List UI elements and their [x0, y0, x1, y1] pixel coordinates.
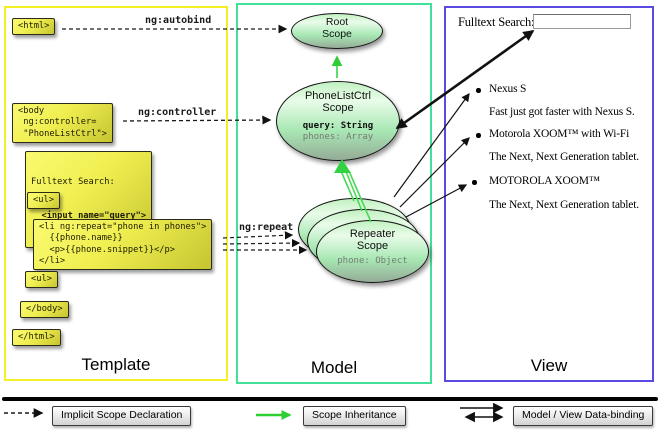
bullet-dot [472, 180, 477, 185]
phone-name: MOTOROLA XOOM™ [489, 175, 600, 187]
view-panel-label: View [530, 356, 568, 375]
ng-controller-label: ng:controller [138, 107, 217, 118]
repeater-scope-ellipse-front: Repeater Scope phone: Object [316, 220, 429, 283]
query-property: query: String [302, 120, 374, 131]
code-li-repeat: <li ng:repeat="phone in phones"> {{phone… [33, 219, 213, 271]
legend-implicit-scope-label: Implicit Scope Declaration [52, 406, 192, 426]
bullet-dot [476, 133, 481, 138]
code-fulltext-search-line2: <input name="query"> [31, 210, 147, 221]
model-panel: Model [236, 3, 432, 384]
model-panel-label: Model [310, 358, 358, 377]
ng-repeat-label: ng:repeat [239, 222, 294, 233]
legend-scope-inheritance-label: Scope Inheritance [303, 406, 406, 426]
root-scope-title: Root Scope [322, 16, 352, 40]
phones-property: phones: Array [302, 131, 374, 142]
code-body-close: </body> [20, 301, 69, 319]
code-html-open: <html> [12, 18, 56, 36]
legend-data-binding-label: Model / View Data-binding [513, 406, 654, 426]
fulltext-search-input[interactable] [533, 14, 631, 29]
code-ul-open-1: <ul> [27, 192, 60, 210]
code-html-close: </html> [12, 329, 61, 347]
phonelistctrl-scope-title: PhoneListCtrl Scope [304, 90, 372, 115]
legend-divider-bar [2, 397, 658, 401]
bullet-dot [476, 88, 481, 93]
template-panel-label: Template [81, 355, 151, 374]
phone-snippet: The Next, Next Generation tablet. [489, 151, 639, 163]
phone-snippet: The Next, Next Generation tablet. [489, 199, 639, 211]
ng-autobind-label: ng:autobind [145, 15, 212, 26]
code-body-open: <body ng:controller= "PhoneListCtrl"> [12, 103, 113, 143]
phone-name: Nexus S [489, 83, 527, 95]
phonelistctrl-scope-ellipse: PhoneListCtrl Scope query: String phones… [276, 81, 400, 161]
repeater-scope-title: Repeater Scope [349, 228, 396, 253]
root-scope-ellipse: Root Scope [291, 13, 383, 49]
phone-snippet: Fast just got faster with Nexus S. [489, 106, 635, 118]
phone-property: phone: Object [337, 255, 408, 266]
fulltext-search-label: Fulltext Search: [458, 15, 535, 29]
code-ul-open-2: <ul> [25, 271, 58, 289]
view-panel: View [444, 6, 654, 382]
code-fulltext-search-line1: Fulltext Search: [31, 176, 115, 187]
phone-name: Motorola XOOM™ with Wi-Fi [489, 128, 630, 140]
